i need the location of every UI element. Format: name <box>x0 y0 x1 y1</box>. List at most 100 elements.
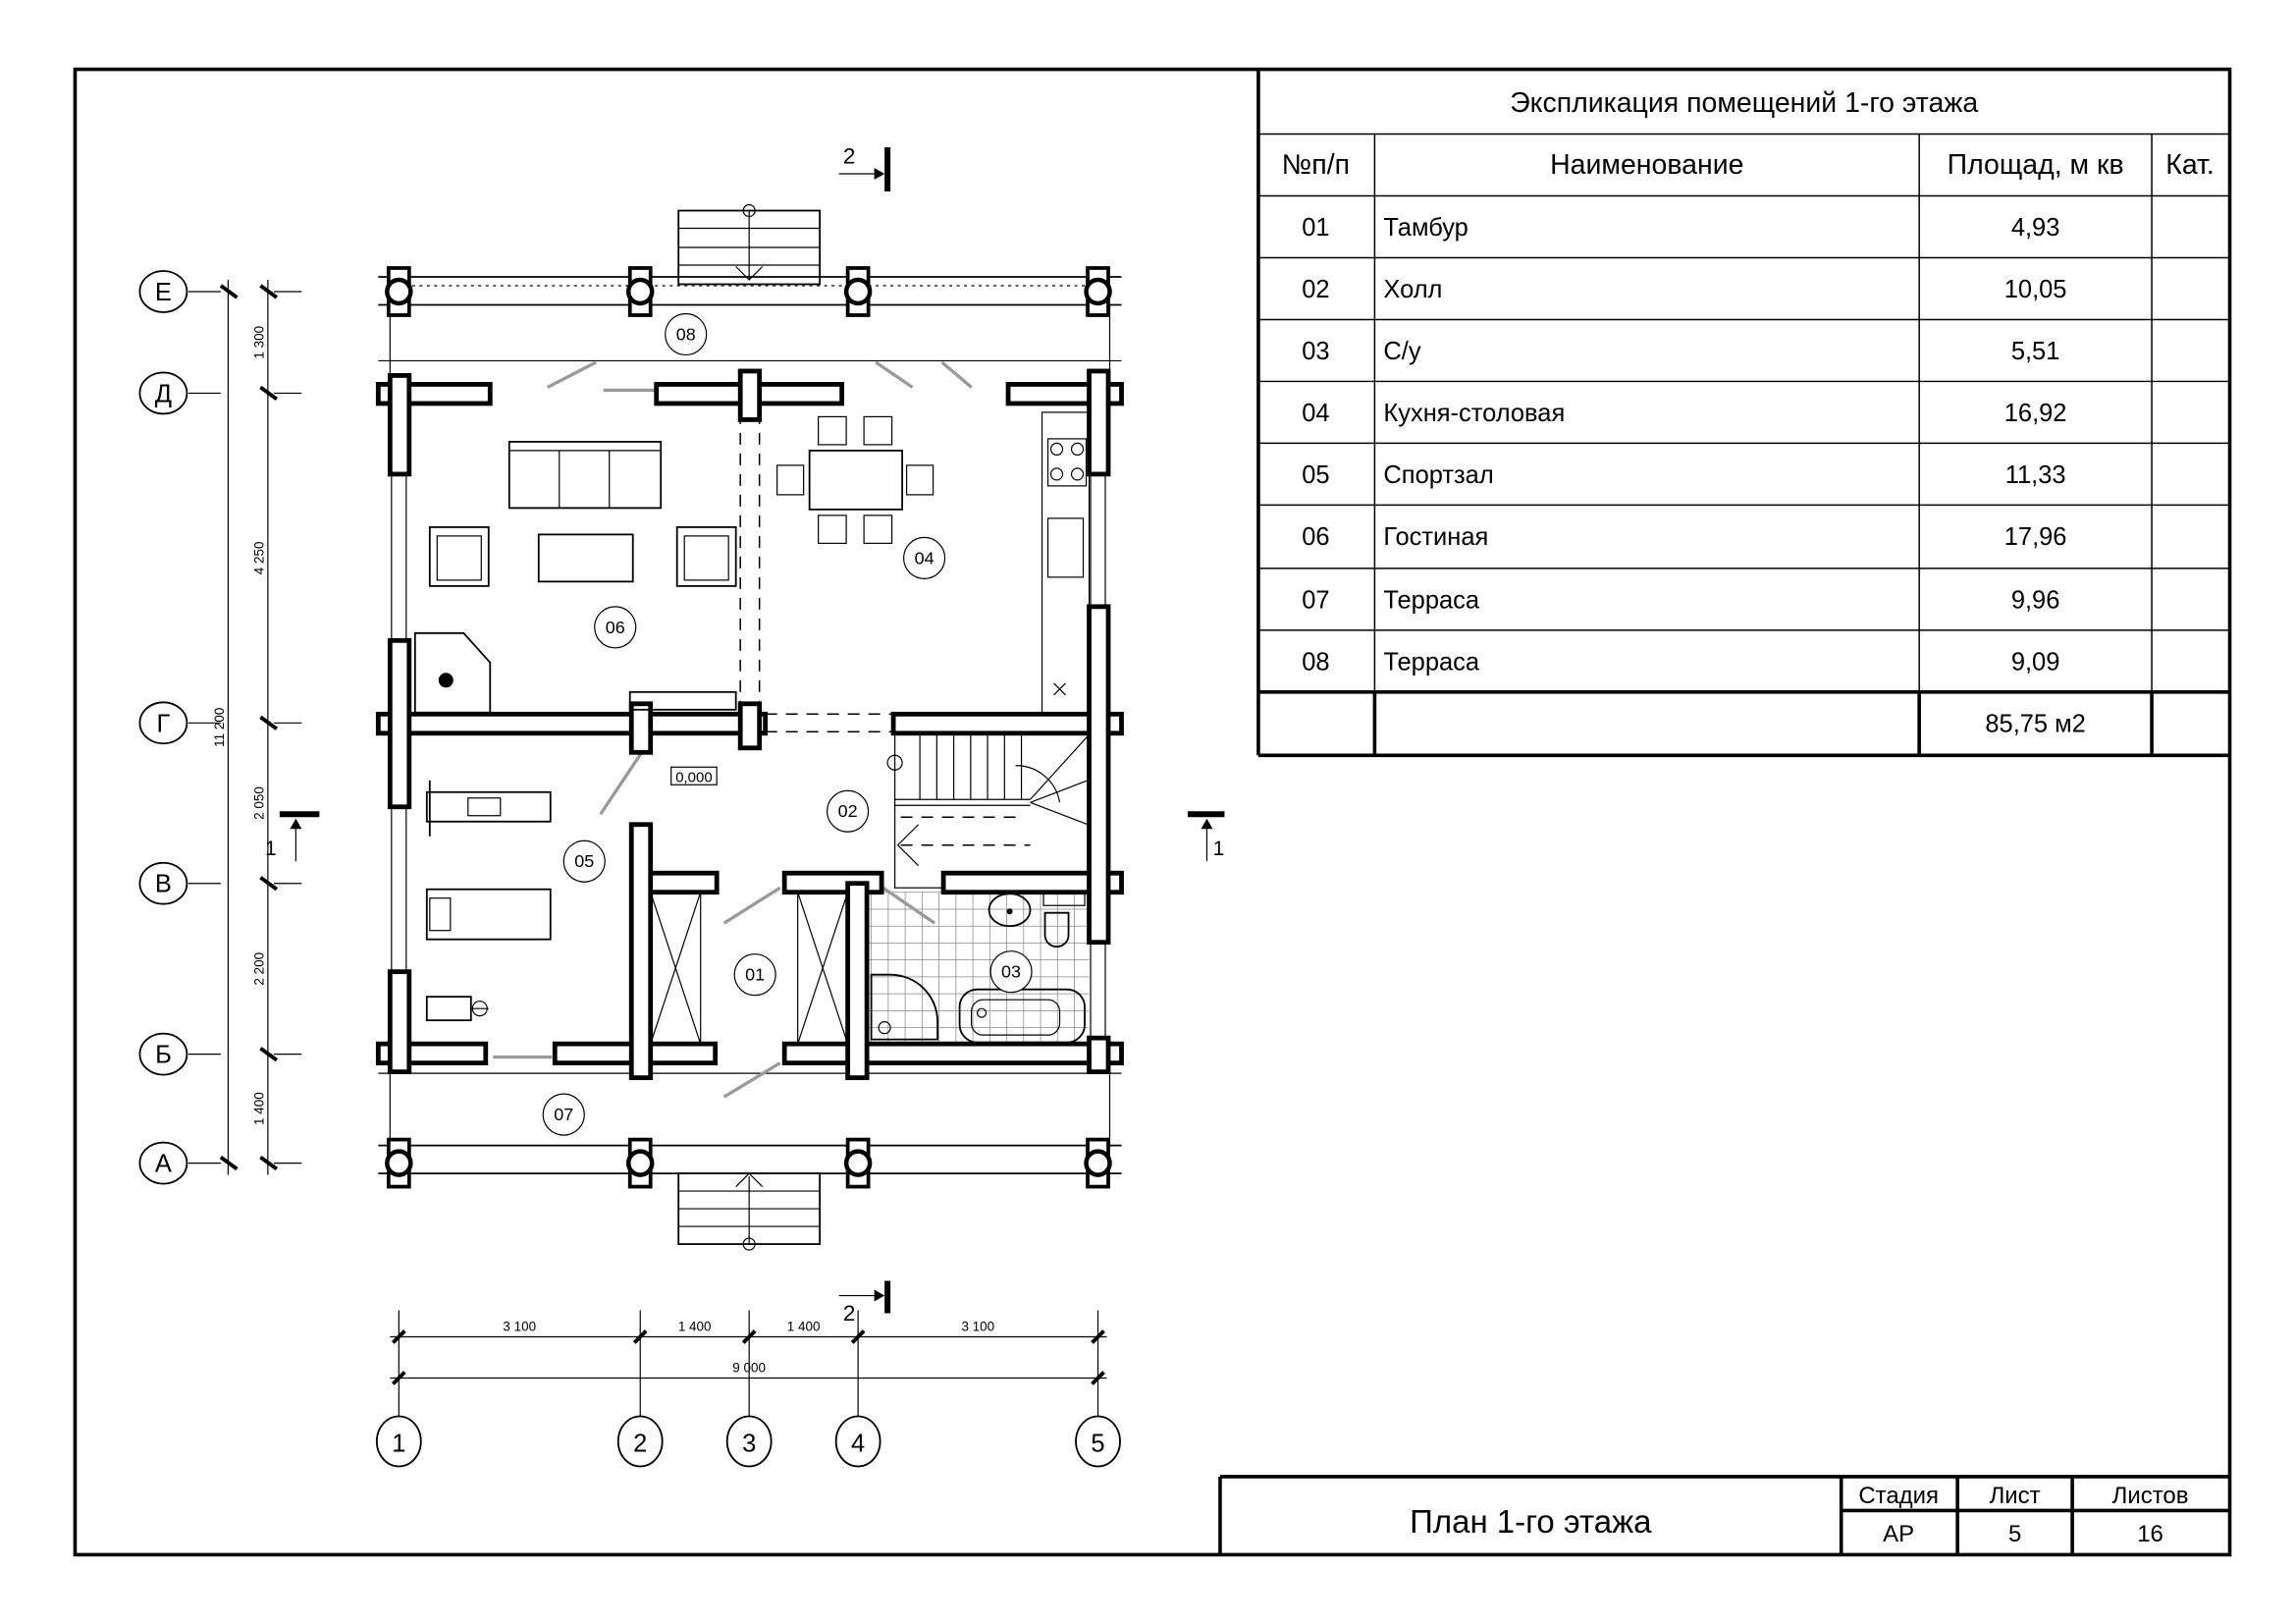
axis-bubble <box>138 371 188 415</box>
stage-value: АР <box>1883 1521 1914 1547</box>
doors <box>493 360 973 1099</box>
section-1-right-label: 1 <box>1213 838 1225 860</box>
room-number: 06 <box>606 618 625 637</box>
sheet-title: План 1-го этажа <box>1410 1503 1652 1540</box>
living-room-furniture <box>413 441 737 714</box>
post <box>625 277 655 306</box>
dimension-total: 11 200 <box>212 708 227 747</box>
row-name: Холл <box>1383 276 1442 303</box>
dimension-label: 2 050 <box>251 786 266 820</box>
axis-label: 1 <box>392 1430 405 1457</box>
sheet-value: 5 <box>2008 1521 2021 1547</box>
table-row: 07 Терраса 9,96 <box>1302 586 2059 614</box>
dimension-label: 4 250 <box>251 541 266 574</box>
room-marker <box>542 1093 585 1136</box>
entry-stairs-top <box>677 203 822 286</box>
row-name: Терраса <box>1383 648 1480 676</box>
row-number: 06 <box>1302 523 1329 551</box>
row-number: 07 <box>1302 586 1329 614</box>
section-marks: 2 2 1 1 <box>265 144 1225 1326</box>
axis-label: Д <box>155 380 172 407</box>
room-number: 02 <box>838 801 858 821</box>
windows <box>391 473 1106 1039</box>
row-name: С/у <box>1383 338 1420 365</box>
row-area: 5,51 <box>2011 338 2060 365</box>
sheet-label: Лист <box>1990 1483 2041 1509</box>
room-marker <box>733 953 776 997</box>
post <box>1084 1149 1112 1177</box>
axis-label: 4 <box>851 1430 865 1457</box>
axis-label: Б <box>155 1042 172 1069</box>
axis-bubble <box>725 1415 773 1468</box>
room-marker <box>562 839 606 883</box>
header-name: Наименование <box>1550 149 1743 181</box>
row-number: 03 <box>1302 338 1329 365</box>
row-name: Спортзал <box>1383 461 1493 489</box>
room-marker <box>594 606 637 649</box>
header-area: Площад, м кв <box>1948 149 2124 181</box>
row-area: 16,92 <box>2004 400 2067 427</box>
row-number: 05 <box>1302 461 1329 489</box>
dimension-label: 3 100 <box>961 1320 994 1334</box>
post <box>843 277 873 306</box>
dimension-label: 3 100 <box>503 1320 536 1334</box>
stage-label: Стадия <box>1858 1483 1939 1509</box>
dimension-total: 9 000 <box>732 1361 766 1376</box>
axis-bubble <box>138 701 188 745</box>
section-2-top-label: 2 <box>843 144 856 169</box>
axis-bubble <box>138 1141 188 1185</box>
axis-bubble <box>1075 1415 1121 1468</box>
sheets-label: Листов <box>2112 1483 2189 1509</box>
table-row: 03 С/у 5,51 <box>1302 338 2059 365</box>
sheet-frame <box>73 67 2232 1557</box>
table-row: 05 Спортзал 11,33 <box>1302 461 2065 489</box>
bathroom-tiles <box>867 892 1090 1045</box>
section-1-left-label: 1 <box>265 838 277 860</box>
axis-bubble <box>375 1415 422 1468</box>
row-name: Гостиная <box>1383 523 1488 551</box>
terrace-bottom <box>378 1072 1122 1174</box>
row-area: 17,96 <box>2004 523 2067 551</box>
title-block: План 1-го этажа Стадия Лист Листов АР 5 … <box>1218 1475 2230 1555</box>
axis-bubble <box>138 861 188 905</box>
room-marker <box>665 312 708 356</box>
axis-label: В <box>155 871 172 898</box>
axis-bubble <box>616 1415 664 1468</box>
axis-label: 5 <box>1091 1430 1104 1457</box>
axis-label: 3 <box>742 1430 756 1457</box>
level-mark: 0,000 <box>675 769 713 785</box>
room-number: 01 <box>745 965 765 985</box>
total-area: 85,75 м2 <box>1985 710 2085 737</box>
table-row: 06 Гостиная 17,96 <box>1302 523 2066 551</box>
explication-title: Экспликация помещений 1-го этажа <box>1510 87 1978 119</box>
axis-bubble <box>138 270 188 313</box>
explication-table: Экспликация помещений 1-го этажа №п/п На… <box>1256 69 2230 758</box>
walls <box>375 368 1124 1081</box>
post <box>625 1149 655 1177</box>
row-number: 01 <box>1302 214 1329 242</box>
header-number: №п/п <box>1282 149 1350 181</box>
post <box>1084 277 1112 306</box>
row-name: Кухня-столовая <box>1383 400 1565 427</box>
kitchen-furniture <box>776 411 1091 714</box>
post <box>385 1149 413 1177</box>
room-number: 04 <box>915 548 934 568</box>
row-area: 11,33 <box>2005 461 2066 489</box>
room-number: 03 <box>1001 962 1021 982</box>
room-number: 08 <box>676 324 696 344</box>
row-area: 9,96 <box>2011 586 2060 614</box>
room-marker <box>903 536 946 579</box>
row-name: Терраса <box>1383 586 1480 614</box>
dimension-label: 1 300 <box>251 326 266 359</box>
internal-staircase <box>886 731 1089 889</box>
room-marker <box>989 950 1033 994</box>
header-category: Кат. <box>2165 149 2215 181</box>
section-2-bottom-label: 2 <box>843 1301 856 1326</box>
axis-bubble <box>834 1415 881 1468</box>
